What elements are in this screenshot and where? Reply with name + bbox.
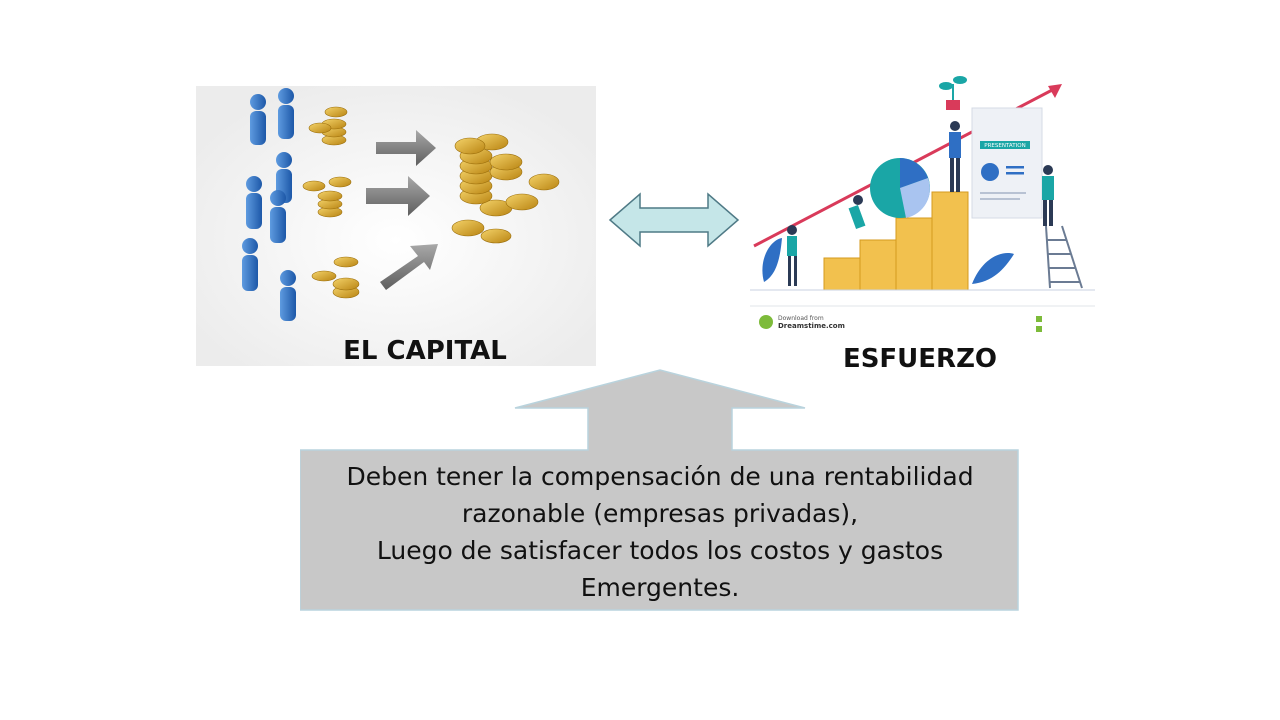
stock-watermark: Download from Dreamstime.com [750,302,1095,340]
coin-stack-small-1 [308,106,348,146]
pie-chart-graphic [870,158,930,218]
watermark-line1: Download from [778,315,824,322]
decorative-leaves [762,238,1014,284]
ladder [1045,225,1083,289]
people-group-middle [246,152,292,243]
callout-line-1: Deben tener la compensación de una renta… [346,462,974,491]
coin-stack-small-2 [302,176,352,218]
coin-stack-small-3 [311,256,360,299]
worker-figures [787,121,1054,286]
double-headed-arrow [608,192,740,248]
watermark-line2: Dreamstime.com [778,322,845,330]
gray-arrows [366,130,438,290]
callout-line-3: Luego de satisfacer todos los costos y g… [376,536,944,565]
up-arrow-callout-shape [300,369,1019,611]
effort-illustration: PRESENTATION [750,70,1095,340]
board-title: PRESENTATION [984,143,1025,149]
presentation-board: PRESENTATION [971,107,1043,219]
plant-icon [939,76,967,110]
effort-label: ESFUERZO [842,344,998,374]
people-group-top [250,88,294,145]
coin-bars [823,191,969,291]
coin-pile-large [451,133,560,244]
callout-line-4: Emergentes. [580,573,740,602]
capital-label: EL CAPITAL [343,336,507,366]
people-group-bottom [242,238,296,321]
callout-text: Deben tener la compensación de una renta… [310,458,1010,606]
capital-illustration [196,86,596,366]
callout-line-2: razonable (empresas privadas), [461,499,859,528]
